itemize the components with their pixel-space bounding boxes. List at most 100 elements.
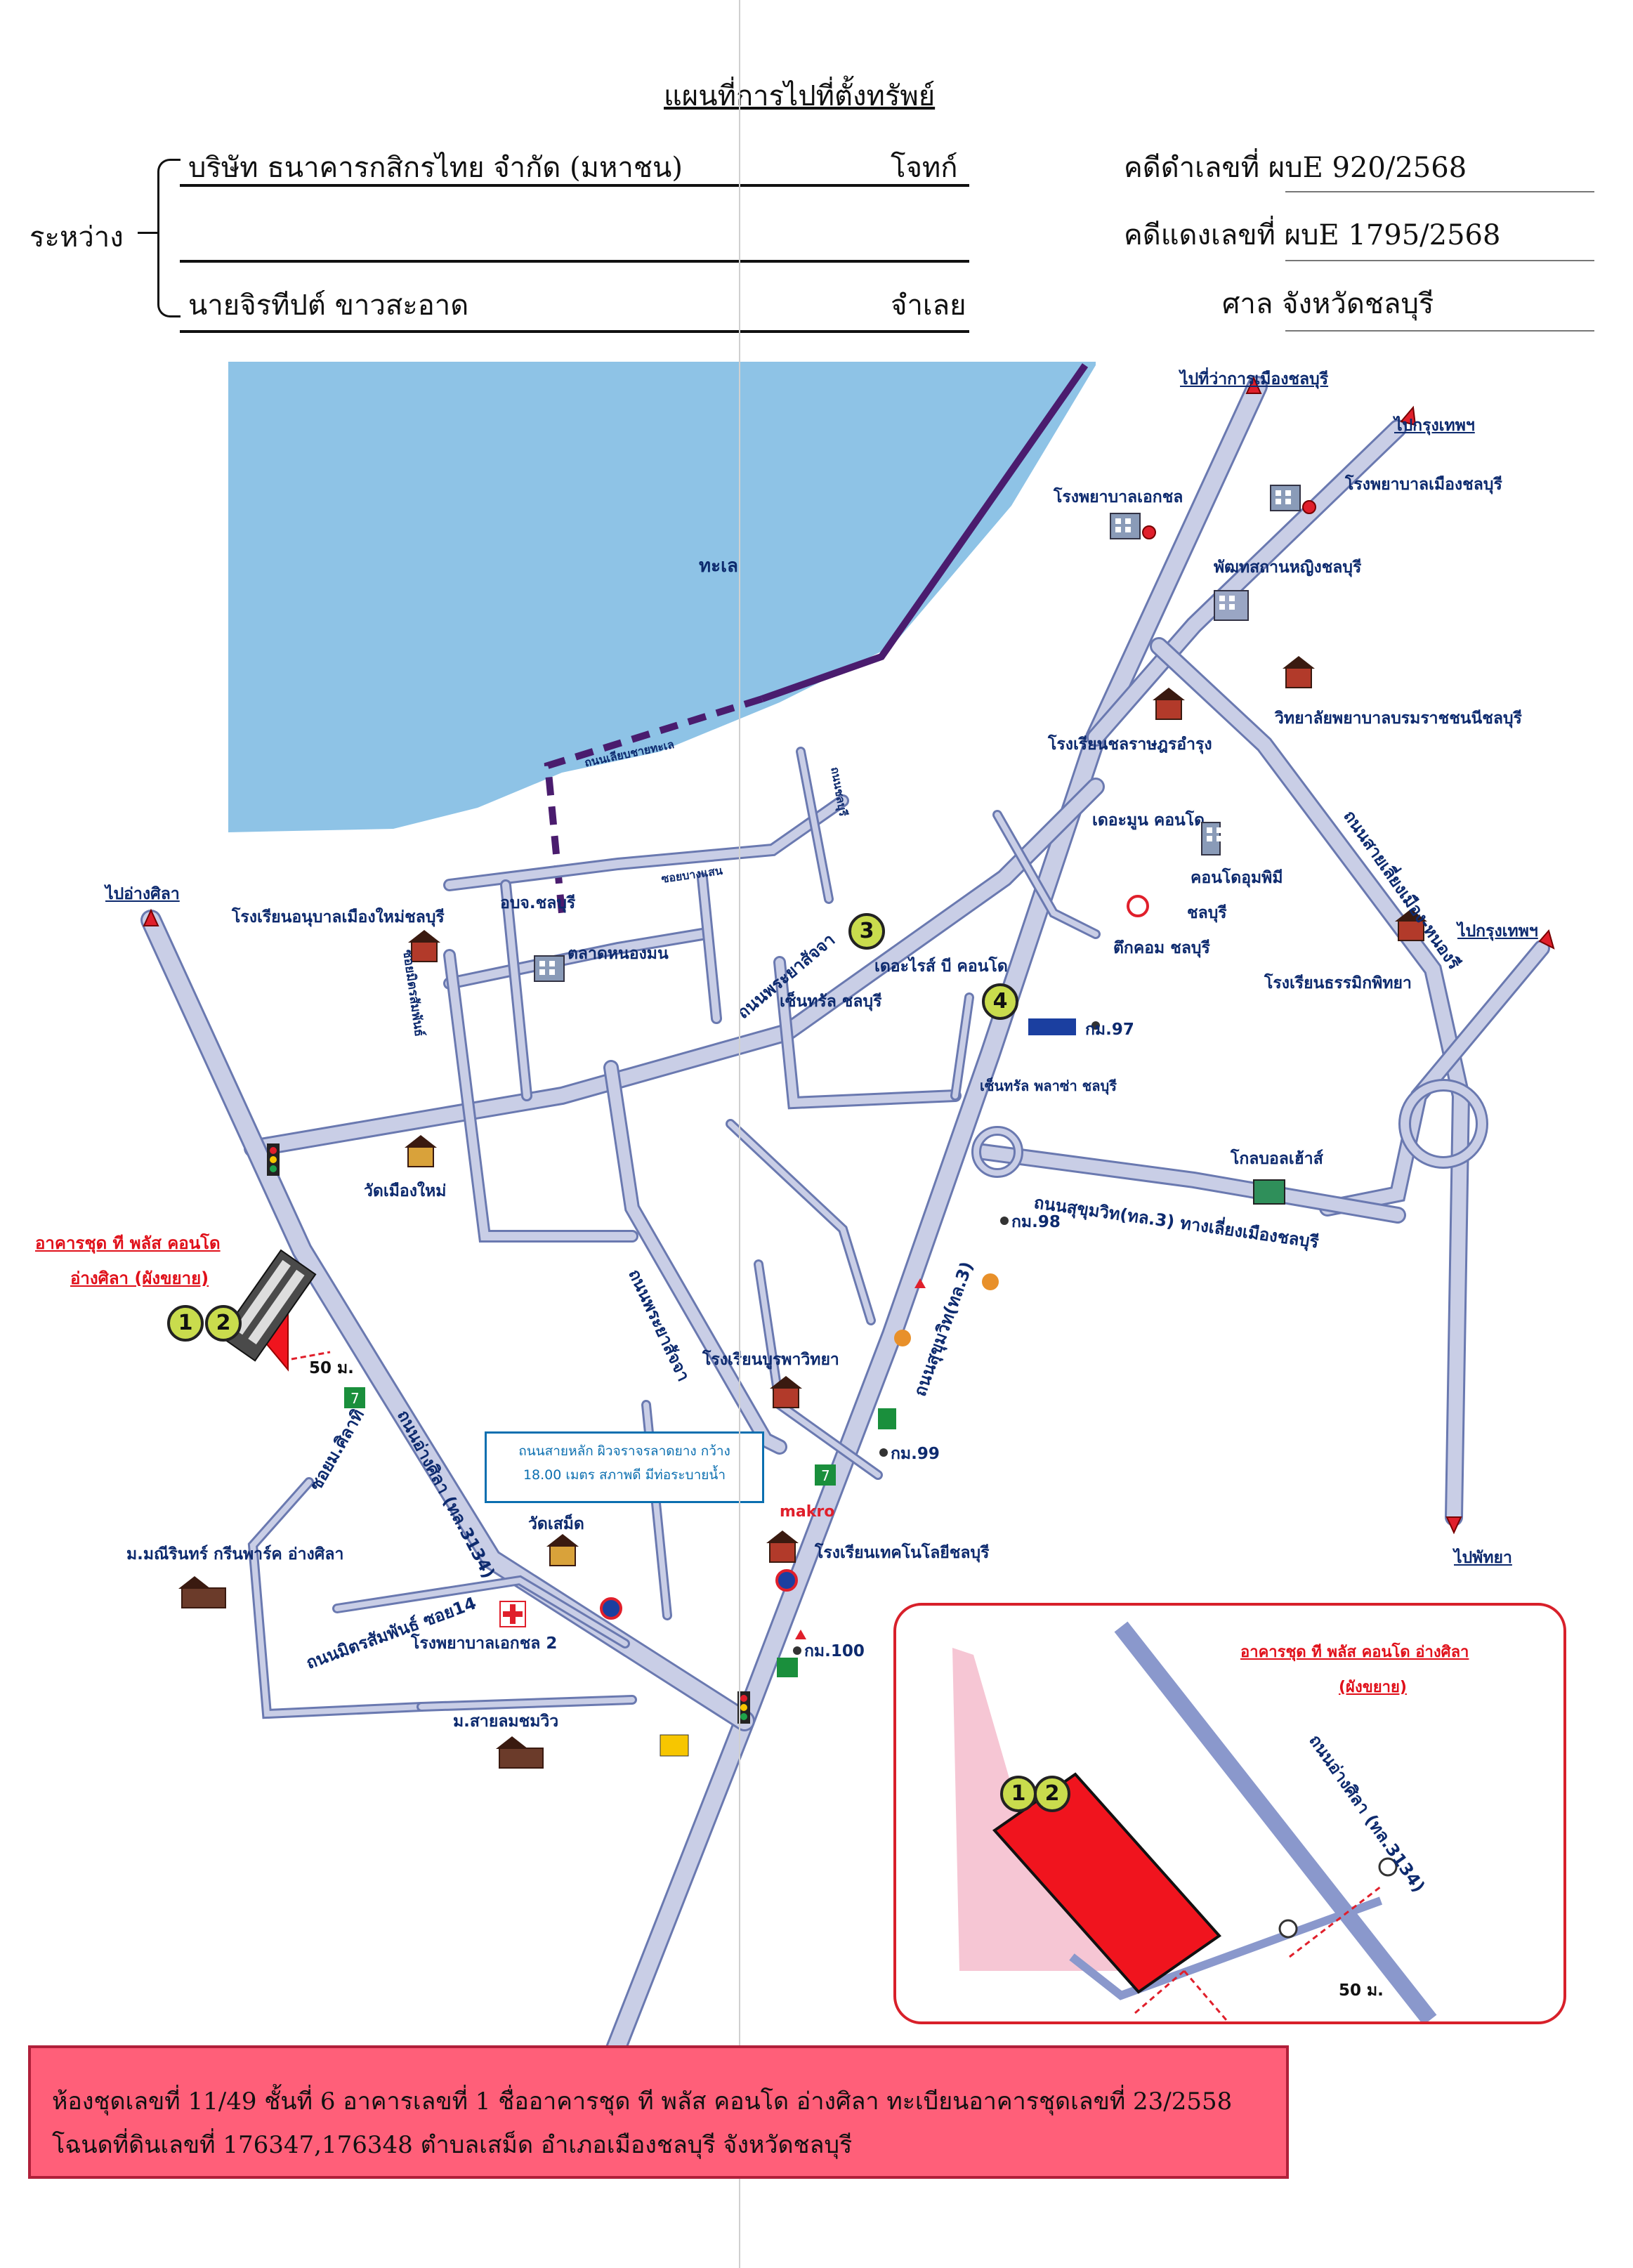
red-case-number: คดีแดงเลขที่ ผบE 1795/2568: [1124, 219, 1501, 251]
wat-muang-mai-icon: [405, 1135, 437, 1167]
road-info-line-1: ถนนสายหลัก ผิวจราจรลาดยาง กว้าง: [518, 1443, 730, 1459]
scan-fold-line: [739, 0, 740, 2268]
mitsubishi-icon: [914, 1278, 926, 1288]
global-house-icon: [1253, 1179, 1285, 1205]
sea-area: [228, 362, 1096, 832]
store-icon-4: [660, 1734, 689, 1757]
red-cross-icon: [499, 1601, 526, 1627]
place-the-rise: เดอะไรส์ บี คอนโด: [874, 957, 1008, 976]
traffic-light-1: [267, 1143, 280, 1176]
inset-light-icon: [1378, 1857, 1398, 1877]
inset-land-parcel: [952, 1648, 1163, 1971]
the-moon-icon: [1201, 822, 1221, 856]
inset-distance: 50 ม.: [1339, 1981, 1384, 2000]
property-label-2: อ่างศิลา (ผังขยาย): [70, 1269, 209, 1288]
inset-map: อาคารชุด ที พลัส คอนโด อ่างศิลา (ผังขยาย…: [893, 1603, 1566, 2024]
nursing-college-icon: [1283, 656, 1315, 688]
place-condo-umphol: คอนโดอุมพิมี: [1191, 869, 1283, 887]
school-charoen-icon: [1153, 688, 1185, 720]
bracket: [157, 159, 181, 317]
inset-title-2: (ผังขยาย): [1339, 1679, 1407, 1696]
place-central-pattaya: เซ็นทรัล พลาซ่า ชลบุรี: [980, 1077, 1117, 1094]
defendant-name: นายจิรทีปต์ ขาวสะอาด: [188, 289, 469, 322]
store-icon-2: [878, 1408, 896, 1429]
inset-guard-icon: [1278, 1919, 1298, 1939]
place-hospital-chonburi: โรงพยาบาลเมืองชลบุรี: [1345, 476, 1502, 494]
coastal-road-dashed: [544, 695, 763, 914]
km-marker-icon-4: [1091, 1021, 1100, 1030]
place-hospital-2: โรงพยาบาลเอกชล 2: [411, 1634, 558, 1653]
place-the-moon: เดอะมูน คอนโด: [1092, 811, 1205, 830]
coastal-road-line: [761, 363, 1089, 702]
seven-eleven-icon-2: 7: [815, 1464, 836, 1486]
place-wat-muang-mai: วัดเมืองใหม่: [364, 1182, 447, 1200]
km-marker-icon: [1000, 1217, 1009, 1225]
plaintiff-role: โจทก์: [891, 152, 958, 184]
place-hospital-private: โรงพยาบาลเอกชล: [1054, 488, 1183, 506]
hospital-chonburi-pin: [1302, 500, 1316, 514]
place-global-house: โกลบอลเฮ้าส์: [1231, 1150, 1323, 1168]
place-school-charoen: โรงเรียนชลราษฎรอำรุง: [1048, 735, 1212, 754]
plaintiff-name: บริษัท ธนาคารกสิกรไทย จำกัด (มหาชน): [188, 152, 683, 184]
place-village-green: ม.มณีรินทร์ กรีนพาร์ค อ่างศิลา: [126, 1545, 344, 1564]
defendant-role: จำเลย: [891, 289, 966, 322]
between-underline: [180, 260, 969, 263]
road-bypass-east: [1150, 637, 1471, 1526]
place-chonburi-small: ชลบุรี: [1187, 904, 1227, 922]
place-km97: กม.97: [1085, 1021, 1134, 1039]
place-nursing-college: วิทยาลัยพยาบาลบรมราชชนนีชลบุรี: [1275, 709, 1522, 728]
arrow-pattaya: [1445, 1516, 1462, 1535]
property-label-1: อาคารชุด ที พลัส คอนโด: [35, 1233, 221, 1253]
store-icon: [1028, 1018, 1076, 1035]
place-central-chonburi: เซ็นทรัล ชลบุรี: [780, 992, 882, 1011]
road-phraya-satja-south: [603, 1060, 787, 1455]
red-case-underline: [1285, 260, 1594, 261]
direction-ang-sila: ไปอ่างศิลา: [105, 885, 180, 903]
defendant-underline: [180, 330, 969, 333]
svg-text:7: 7: [821, 1467, 830, 1484]
marker-2: 2: [205, 1305, 242, 1342]
hospital-private-icon: [1110, 513, 1141, 539]
page-title: แผนที่การไปที่ตั้งทรัพย์: [664, 80, 936, 112]
place-km99: กม.99: [891, 1445, 940, 1463]
school-tech-icon: [766, 1530, 799, 1563]
black-case-number: คดีดำเลขที่ ผบE 920/2568: [1124, 152, 1467, 184]
gas-station-icon-2: [775, 1569, 798, 1592]
hospital-chonburi-icon: [1270, 485, 1301, 511]
black-case-underline: [1285, 191, 1594, 192]
plaintiff-underline: [180, 184, 969, 187]
between-label: ระหว่าง: [29, 221, 124, 254]
place-school-anuban: โรงเรียนอนุบาลเมืองใหม่ชลบุรี: [232, 908, 445, 926]
km-marker-icon-3: [793, 1646, 801, 1655]
store-icon-3: [777, 1658, 798, 1677]
property-description-line-2: โฉนดที่ดินเลขที่ 176347,176348 ตำบลเสม็ด…: [52, 2131, 853, 2159]
village-green-icon: [178, 1576, 226, 1608]
hospital-private-pin: [1142, 525, 1156, 539]
place-obj-chonburi: อบจ.ชลบุรี: [500, 894, 576, 912]
road-inner-7: [726, 1119, 876, 1325]
mitsubishi-icon-2: [795, 1630, 806, 1639]
place-makro: makro: [780, 1503, 835, 1521]
court-name: ศาล จังหวัดชลบุรี: [1222, 288, 1434, 320]
marker-1: 1: [167, 1305, 204, 1342]
place-village-sai: ม.สายลมชมวิว: [453, 1712, 559, 1731]
inset-road: [1114, 1621, 1437, 2021]
place-wat-samet: วัดเสม็ด: [528, 1515, 584, 1533]
gas-station-icon-3: [1127, 895, 1149, 917]
arrow-bangkok: [1400, 405, 1417, 426]
school-burapha-icon: [770, 1376, 802, 1408]
km-marker-icon-2: [879, 1448, 888, 1457]
place-market: ตลาดหนองมน: [568, 945, 669, 963]
place-km98: กม.98: [1011, 1213, 1061, 1231]
arrow-ang-sila: [143, 908, 159, 926]
inset-distance-line: [1134, 1969, 1228, 2021]
svg-text:7: 7: [350, 1390, 360, 1407]
inset-marker-1: 1: [1000, 1776, 1037, 1812]
museum-icon: [1214, 590, 1249, 621]
orange-dot-icon: [982, 1273, 999, 1290]
inset-title-1: อาคารชุด ที พลัส คอนโด อ่างศิลา: [1240, 1644, 1469, 1661]
market-icon: [534, 955, 565, 982]
village-sai-icon: [496, 1736, 544, 1769]
arrow-city-hall: [1245, 376, 1262, 394]
